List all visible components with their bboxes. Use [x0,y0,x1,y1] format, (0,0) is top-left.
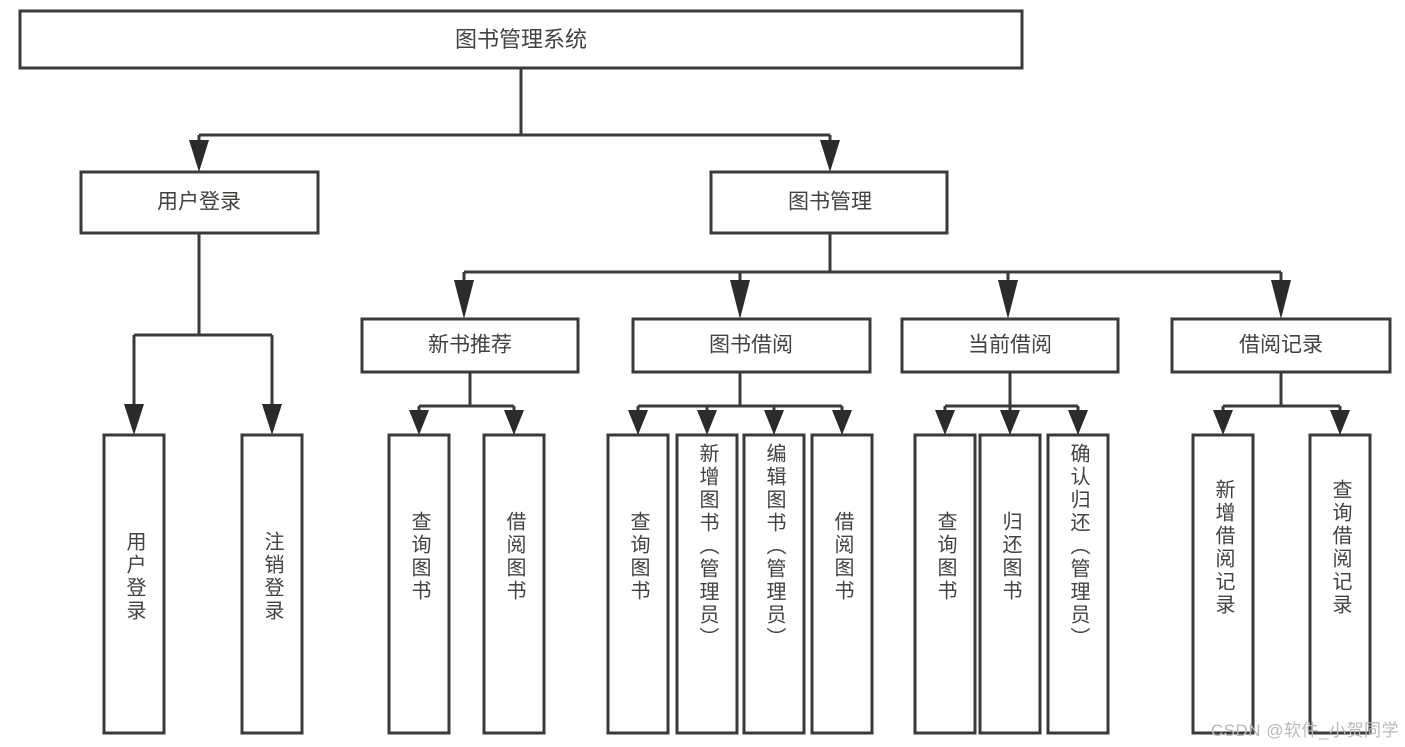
leaf-borrow-book-recommend-box[interactable] [482,433,546,735]
leaf-confirm-return-admin-box[interactable] [1046,433,1110,735]
node-user-login[interactable]: 用户登录 [79,170,320,235]
arrow-bb-to-leaf-query-book [628,410,648,435]
csdn-watermark: CSDN @软件_小贺同学 [1210,721,1399,740]
leaf-logout-box[interactable] [240,433,304,735]
node-root-label: 图书管理系统 [455,27,587,52]
leaf-query-borrow-record-box[interactable] [1308,433,1372,735]
node-current-borrow[interactable]: 当前借阅 [900,317,1120,374]
leaf-query-book-borrow-box[interactable] [606,433,670,735]
node-new-book-recommend[interactable]: 新书推荐 [360,317,580,374]
node-new-book-recommend-box[interactable] [360,317,580,374]
arrow-bb-to-leaf-edit-book [764,410,784,435]
connector-group-borrow-record [1213,372,1350,435]
arrow-bb-to-leaf-borrow-book [832,410,852,435]
arrow-root-to-user-login [189,140,209,172]
node-new-book-recommend-label: 新书推荐 [428,334,512,357]
arrow-root-to-book-management [820,140,840,172]
connector-group-book-borrow [628,372,852,435]
leaf-query-book-recommend-box[interactable] [387,433,451,735]
node-book-management[interactable]: 图书管理 [709,170,949,235]
node-borrow-record[interactable]: 借阅记录 [1170,317,1392,374]
arrow-bm-to-new-book-recommend [454,280,474,319]
leaf-user-login-box[interactable] [102,433,166,735]
node-book-borrow[interactable]: 图书借阅 [631,317,872,374]
node-root[interactable]: 图书管理系统 [18,9,1024,70]
leaf-query-book-current-box[interactable] [913,433,977,735]
node-book-borrow-box[interactable] [631,317,872,374]
arrow-bm-to-current-borrow [998,280,1018,319]
node-book-borrow-label: 图书借阅 [709,334,793,357]
connector-group-book-management [454,233,1291,319]
node-current-borrow-box[interactable] [900,317,1120,374]
leaf-boxes [102,433,1372,735]
leaf-return-book-box[interactable] [978,433,1042,735]
leaf-add-borrow-record-box[interactable] [1191,433,1255,735]
node-book-management-box[interactable] [709,170,949,235]
arrow-nbr-to-leaf-query-book [409,410,429,435]
arrow-bm-to-book-borrow [730,280,750,319]
node-borrow-record-label: 借阅记录 [1239,334,1323,357]
arrow-br-to-leaf-add-record [1213,410,1233,435]
arrow-bb-to-leaf-add-book [697,410,717,435]
leaf-add-book-admin-box[interactable] [675,433,739,735]
arrow-ul-to-leaf-user-login [124,404,144,435]
arrow-br-to-leaf-query-record [1330,410,1350,435]
node-book-management-label: 图书管理 [788,191,872,214]
arrow-nbr-to-leaf-borrow-book [504,410,524,435]
leaf-edit-book-admin-box[interactable] [742,433,806,735]
connector-group-current-borrow [935,372,1088,435]
connector-group-user-login [124,233,282,435]
arrow-cb-to-leaf-return-book [1000,410,1020,435]
arrow-cb-to-leaf-query-book [935,410,955,435]
node-user-login-box[interactable] [79,170,320,235]
node-current-borrow-label: 当前借阅 [968,334,1052,357]
node-borrow-record-box[interactable] [1170,317,1392,374]
arrow-cb-to-leaf-confirm-return [1068,410,1088,435]
arrow-bm-to-borrow-record [1271,280,1291,319]
arrow-ul-to-leaf-logout [262,404,282,435]
connector-group-new-book-recommend [409,372,524,435]
connector-group-root [189,68,840,172]
leaf-borrow-book-box[interactable] [810,433,874,735]
node-root-box[interactable] [18,9,1024,70]
node-user-login-label: 用户登录 [157,191,241,214]
